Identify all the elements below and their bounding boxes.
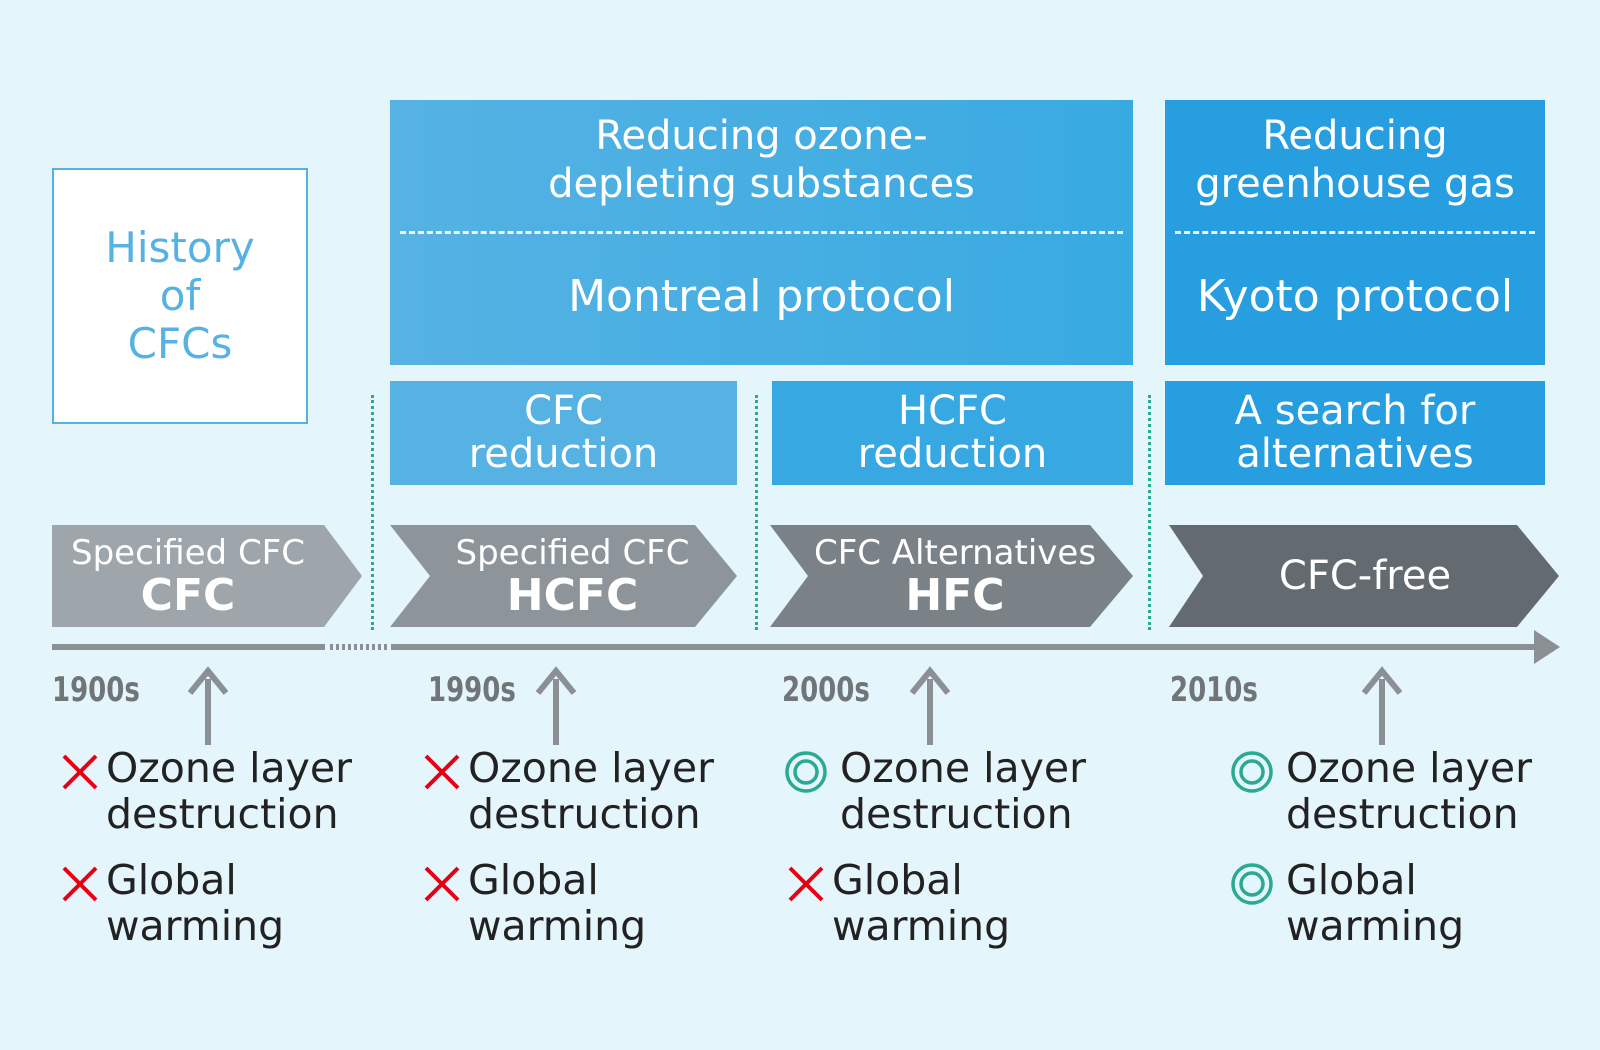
phase-box-alternatives: A search for alternatives — [1165, 381, 1545, 485]
up-arrow-icon — [1362, 666, 1402, 745]
objective-band-kyoto: Reducing greenhouse gas Kyoto protocol — [1165, 100, 1545, 365]
cross-icon — [62, 754, 98, 790]
up-arrow-icon — [536, 666, 576, 745]
effect-label: Ozone layer destruction — [1286, 744, 1532, 838]
effect-label: Global warming — [106, 856, 285, 950]
effect-label: Ozone layer destruction — [468, 744, 714, 838]
stage-sub-label: Specified CFC — [455, 533, 690, 573]
effect-label: Global warming — [1286, 856, 1465, 950]
stage-label-group: CFC-free — [1200, 525, 1530, 627]
stage-main-label: HCFC — [506, 570, 639, 621]
phase-label: HCFC reduction — [857, 388, 1048, 477]
stage-arrow-hfc — [770, 525, 1133, 627]
double-circle-icon — [1231, 751, 1273, 793]
up-arrow-icon — [188, 666, 228, 745]
era-label: 1900s — [52, 670, 140, 710]
period-separator — [755, 395, 758, 630]
objective-band-montreal: Reducing ozone- depleting substances Mon… — [390, 100, 1133, 365]
stage-arrow-hcfc — [390, 525, 737, 627]
cross-icon — [424, 754, 460, 790]
stage-sub-label: Specified CFC — [71, 533, 305, 573]
title-box: History of CFCs — [52, 168, 308, 424]
stage-label-group: Specified CFC HCFC — [425, 525, 720, 627]
dashed-divider — [1175, 231, 1535, 234]
cross-icon — [424, 866, 460, 902]
time-axis — [52, 630, 1560, 664]
stage-sub-label: CFC Alternatives — [813, 533, 1097, 573]
objective-heading: Reducing ozone- depleting substances — [548, 113, 975, 207]
stage-label-group: CFC Alternatives HFC — [800, 525, 1110, 627]
effect-label: Global warming — [832, 856, 1011, 950]
objective-heading: Reducing greenhouse gas — [1195, 113, 1515, 207]
diagram-title: History of CFCs — [105, 223, 255, 368]
stage-main-label: CFC-free — [1278, 553, 1452, 599]
cross-icon — [788, 866, 824, 902]
era-label: 1990s — [428, 670, 516, 710]
stage-arrow-cfc-free — [1169, 525, 1559, 627]
protocol-label: Kyoto protocol — [1196, 271, 1514, 322]
protocol-label: Montreal protocol — [568, 271, 955, 322]
era-label: 2000s — [782, 670, 870, 710]
period-separator — [1148, 395, 1151, 630]
phase-box-cfc-reduction: CFC reduction — [390, 381, 737, 485]
stage-arrow-cfc — [52, 525, 362, 627]
effect-label: Global warming — [468, 856, 647, 950]
effect-label: Ozone layer destruction — [106, 744, 352, 838]
double-circle-icon — [785, 751, 827, 793]
double-circle-icon — [1231, 863, 1273, 905]
dashed-divider — [400, 231, 1123, 234]
stage-main-label: CFC — [140, 570, 236, 621]
era-label: 2010s — [1170, 670, 1258, 710]
phase-label: CFC reduction — [468, 388, 659, 477]
cross-icon — [62, 866, 98, 902]
up-arrow-icon — [910, 666, 950, 745]
stage-main-label: HFC — [905, 570, 1005, 621]
effect-label: Ozone layer destruction — [840, 744, 1086, 838]
stage-label-group: Specified CFC CFC — [52, 525, 324, 627]
phase-label: A search for alternatives — [1234, 388, 1476, 477]
phase-box-hcfc-reduction: HCFC reduction — [772, 381, 1133, 485]
period-separator — [371, 395, 374, 630]
